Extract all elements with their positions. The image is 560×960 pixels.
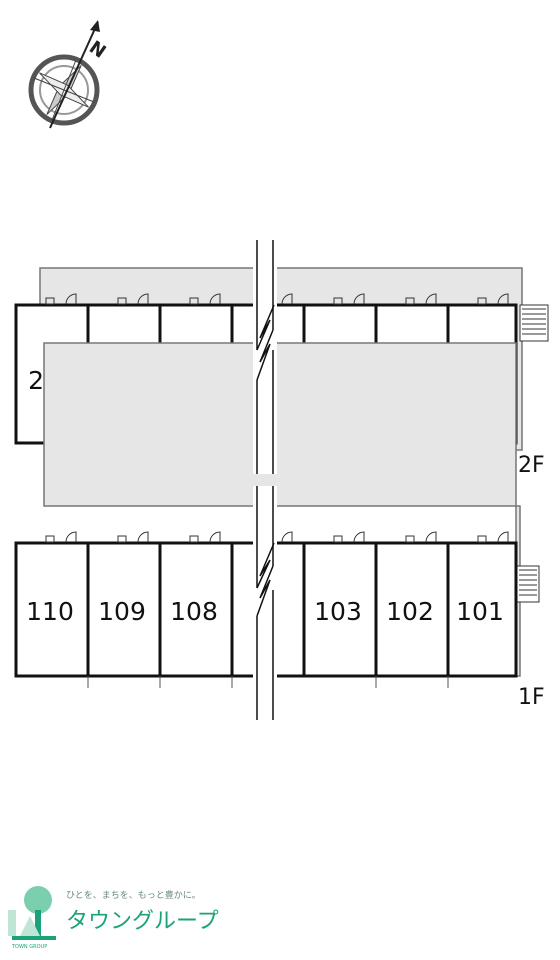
floor-1f: 110 109 108 103 102 101 1F	[14, 342, 545, 710]
stairs-icon	[516, 565, 540, 603]
stairs-icon	[519, 304, 549, 342]
logo-small-text: TOWN GROUP	[11, 944, 47, 950]
unit-label-101: 101	[456, 597, 504, 626]
break-line-icon	[253, 486, 277, 720]
unit-box	[14, 541, 90, 678]
floor-label-2f: 2F	[518, 453, 545, 478]
unit-box	[446, 541, 518, 678]
unit-label-103: 103	[314, 597, 362, 626]
unit-box	[158, 541, 234, 678]
unit-box	[374, 541, 450, 678]
break-line-icon	[253, 240, 277, 474]
unit-label-108: 108	[170, 597, 218, 626]
unit-label-102: 102	[386, 597, 434, 626]
unit-label-109: 109	[98, 597, 146, 626]
floor-label-1f: 1F	[518, 685, 545, 710]
logo-tagline: ひとを、まちを、もっと豊かに。	[66, 889, 201, 901]
compass-icon: N	[28, 20, 110, 129]
company-logo: TOWN GROUP ひとを、まちを、もっと豊かに。 タウングループ	[8, 886, 219, 950]
unit-label-110: 110	[26, 597, 74, 626]
logo-brand-name: タウングループ	[66, 909, 219, 934]
